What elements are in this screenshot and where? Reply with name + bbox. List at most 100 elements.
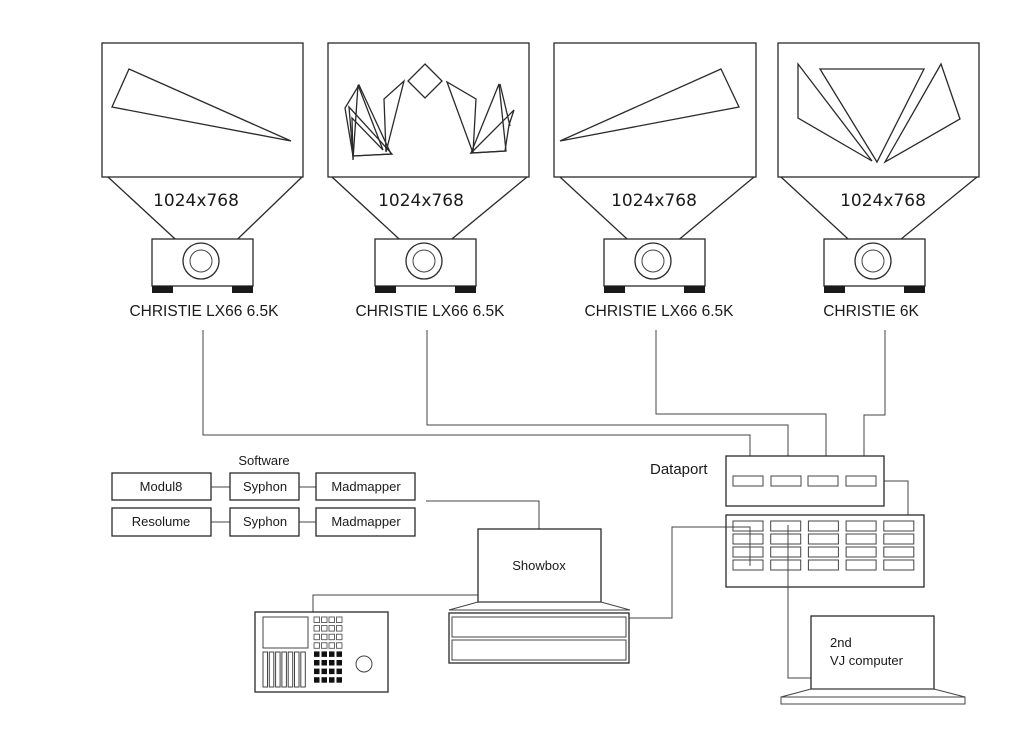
- showbox-device: Showbox: [312, 526, 751, 664]
- dataport-device: Dataport: [650, 455, 909, 565]
- lens-outer: [182, 242, 220, 280]
- projector-body-4: [823, 238, 926, 287]
- screen-shape-wedge: [111, 68, 292, 142]
- software-label: Resolume: [132, 514, 191, 529]
- patchbay-port: [845, 533, 877, 545]
- controller-pad-empty: [336, 633, 343, 641]
- lens-outer: [854, 242, 892, 280]
- software-label: Madmapper: [331, 479, 401, 494]
- controller-pad-empty: [328, 633, 335, 641]
- midi-controller: [254, 611, 389, 693]
- software-label: Syphon: [243, 479, 287, 494]
- projector-foot: [824, 286, 845, 293]
- projection-screen-2: [327, 42, 530, 178]
- patchbay-port: [807, 559, 839, 571]
- patchbay-port: [732, 533, 764, 545]
- patchbay-port: [732, 520, 764, 532]
- controller-pad-empty: [321, 633, 328, 641]
- cable-p3-dataport: [655, 330, 827, 481]
- software-box-resolume: [111, 507, 212, 537]
- second-computer-label-line2: VJ computer: [830, 653, 904, 668]
- projector-foot: [684, 286, 705, 293]
- controller-pad-filled: [329, 677, 335, 683]
- patchbay-port: [845, 520, 877, 532]
- controller-pad-filled: [321, 651, 327, 657]
- controller-pad-filled: [321, 677, 327, 683]
- patchbay-port: [845, 546, 877, 558]
- projection-screen-4: [777, 42, 980, 178]
- showbox-drive-bay: [451, 639, 627, 661]
- patchbay-box: [725, 514, 925, 588]
- controller-pad-filled: [314, 651, 320, 657]
- dataport-port: [770, 475, 802, 487]
- projector-foot: [375, 286, 396, 293]
- lens-inner: [641, 249, 665, 273]
- patchbay-port: [883, 546, 915, 558]
- controller-pad-empty: [336, 642, 343, 649]
- lens-outer: [405, 242, 443, 280]
- patchbay-port: [732, 559, 764, 571]
- screen-shape-crown: [344, 63, 515, 161]
- controller-pad-filled: [336, 677, 342, 683]
- controller-pad-filled: [321, 668, 327, 675]
- patchbay-port: [845, 559, 877, 571]
- software-title: Software: [238, 453, 289, 468]
- patchbay-port: [807, 520, 839, 532]
- controller-pad-empty: [313, 642, 320, 649]
- second-computer-label-line1: 2nd: [830, 635, 852, 650]
- projector-unit-3: 1024x768 CHRISTIE LX66 6.5K: [553, 42, 757, 320]
- resolution-label-1: 1024x768: [153, 191, 239, 211]
- dataport-label: Dataport: [650, 461, 708, 478]
- screen-shape-wedge: [559, 68, 740, 142]
- patchbay-port: [770, 559, 802, 571]
- lens-outer: [634, 242, 672, 280]
- patchbay-port: [883, 559, 915, 571]
- patchbay-grid: [732, 520, 915, 571]
- cable-p2-dataport: [426, 330, 789, 481]
- patchbay-port: [732, 546, 764, 558]
- patchbay-port: [770, 546, 802, 558]
- resolution-label-4: 1024x768: [840, 191, 926, 211]
- software-label: Madmapper: [331, 514, 401, 529]
- cable-patchbay-second-computer: [787, 525, 815, 679]
- software-box-modul8: [111, 472, 212, 501]
- controller-pad-empty: [328, 616, 335, 623]
- projector-body-2: [374, 238, 477, 287]
- cable-software-showbox: [426, 500, 540, 529]
- screen-shape-fan: [797, 62, 961, 164]
- projector-model-3: CHRISTIE LX66 6.5K: [584, 303, 734, 320]
- controller-fader: [281, 651, 287, 688]
- controller-pad-empty: [336, 625, 343, 632]
- resolution-label-2: 1024x768: [378, 191, 464, 211]
- patchbay-port: [883, 520, 915, 532]
- patchbay-port: [770, 533, 802, 545]
- controller-pad-empty: [313, 633, 320, 641]
- projector-foot: [904, 286, 925, 293]
- dataport-port: [845, 475, 877, 487]
- controller-fader: [300, 651, 306, 688]
- controller-pad-empty: [328, 642, 335, 649]
- controller-pad-filled: [314, 660, 320, 666]
- lens-inner: [861, 249, 885, 273]
- showbox-hinge: [448, 601, 631, 611]
- controller-pad-filled: [336, 668, 342, 675]
- controller-pad-empty: [313, 616, 320, 623]
- controller-pad-filled: [321, 660, 327, 666]
- software-label: Modul8: [140, 479, 183, 494]
- resolution-label-3: 1024x768: [611, 191, 697, 211]
- controller-pad-filled: [329, 668, 335, 675]
- projector-foot: [604, 286, 625, 293]
- software-chains: Software Modul8 Syphon Madmapper Resolum…: [111, 453, 540, 537]
- controller-pad-filled: [329, 660, 335, 666]
- controller-pad-filled: [336, 660, 342, 666]
- projector-model-2: CHRISTIE LX66 6.5K: [355, 303, 505, 320]
- controller-pad-empty: [313, 625, 320, 632]
- controller-fader: [294, 651, 300, 688]
- projector-foot: [232, 286, 253, 293]
- controller-fader: [268, 651, 275, 688]
- patchbay-port: [807, 533, 839, 545]
- showbox-chassis: [448, 612, 630, 664]
- projector-unit-4: 1024x768 CHRISTIE 6K: [777, 42, 980, 320]
- projector-model-1: CHRISTIE LX66 6.5K: [129, 303, 279, 320]
